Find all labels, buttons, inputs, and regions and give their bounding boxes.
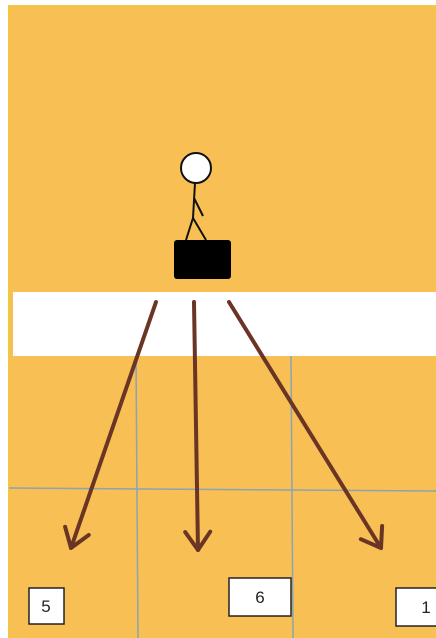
net-band xyxy=(13,292,436,356)
person-head xyxy=(181,153,211,183)
black-platform-box xyxy=(174,240,231,279)
zone-label-1: 1 xyxy=(396,588,436,626)
zone-label-text: 1 xyxy=(421,598,430,617)
zone-label-text: 6 xyxy=(255,588,264,607)
zone-label-6: 6 xyxy=(229,578,291,616)
zone-label-text: 5 xyxy=(41,597,50,616)
zone-label-5: 5 xyxy=(29,588,64,624)
